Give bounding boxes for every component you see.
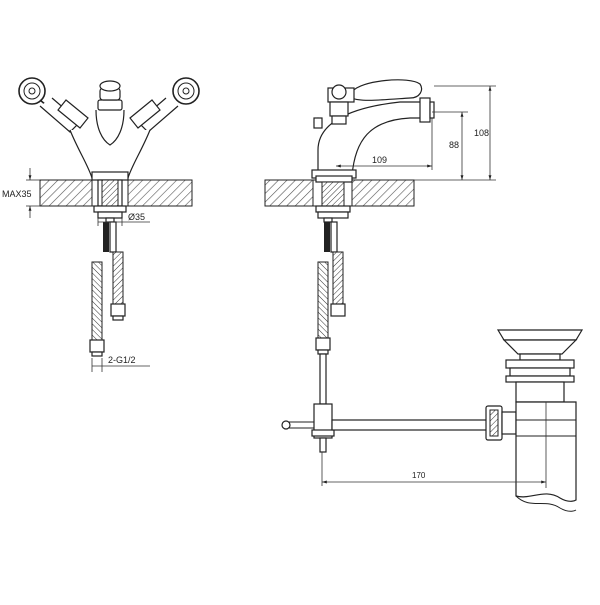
hole-diameter-label: Ø35: [128, 212, 145, 222]
dim-reach: 109: [336, 118, 433, 170]
popup-linkage: [281, 353, 493, 486]
dim-waste-offset: 170: [322, 402, 547, 488]
total-height-label: 108: [474, 128, 489, 138]
dim-hole-diameter: Ø35: [97, 212, 150, 226]
connection-label: 2-G1/2: [108, 355, 136, 365]
flex-hoses-side: [315, 251, 346, 355]
shank-front: [93, 179, 127, 253]
spout-height-label: 88: [449, 140, 459, 150]
right-handle: [129, 77, 200, 133]
front-view: MAX35 Ø35 2-G1/2: [2, 77, 200, 372]
dim-connection: 2-G1/2: [91, 355, 150, 372]
reach-label: 109: [372, 155, 387, 165]
tap-body-side: [311, 79, 435, 183]
side-view: 109 88 108 170: [264, 79, 584, 512]
tap-body-front: [69, 80, 151, 181]
shank-side: [315, 181, 351, 253]
waste-offset-label: 170: [412, 471, 426, 480]
dim-spout-height: 88: [414, 111, 468, 181]
popup-waste: [485, 329, 584, 512]
flex-hoses-front: [89, 251, 126, 357]
dim-max-thickness: MAX35: [2, 168, 40, 218]
dim-total-height: 108: [434, 85, 496, 181]
max-thickness-label: MAX35: [2, 189, 32, 199]
left-handle: [18, 77, 89, 133]
